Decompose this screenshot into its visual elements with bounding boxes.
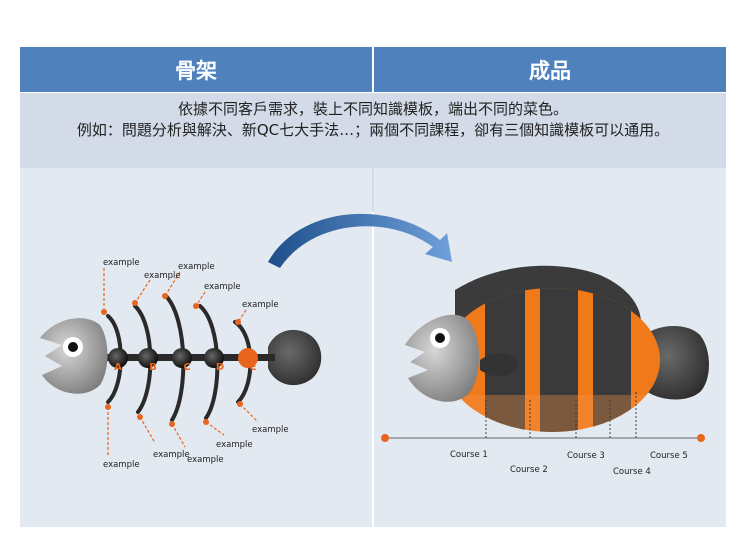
example-label: example — [103, 258, 140, 268]
description-line-2: 例如：問題分析與解決、新QC七大手法…；兩個不同課程，卻有三個知識模板可以通用。 — [76, 121, 670, 139]
course-label-2: Course 2 — [510, 465, 548, 475]
header-finished: 成品 — [374, 47, 726, 92]
node-d — [204, 348, 224, 368]
example-label: example — [242, 300, 279, 310]
node-label-d: D — [216, 362, 224, 373]
node-label-b: B — [149, 362, 157, 373]
example-label: example — [187, 455, 224, 465]
example-label: example — [103, 460, 140, 470]
finished-head — [405, 314, 479, 402]
baseline-end-dot — [697, 434, 705, 442]
example-label: example — [216, 440, 253, 450]
course-label-4: Course 4 — [613, 467, 651, 477]
node-b — [138, 348, 158, 368]
node-a — [108, 348, 128, 368]
example-label: example — [144, 271, 181, 281]
example-label: example — [153, 450, 190, 460]
curved-arrow — [268, 213, 452, 268]
example-label: example — [252, 425, 289, 435]
node-label-e: E — [250, 362, 257, 373]
leader-lines — [103, 268, 259, 455]
leader-dots — [101, 293, 243, 427]
node-c — [172, 348, 192, 368]
fish-body — [444, 288, 660, 432]
skeleton-nodes — [108, 348, 258, 368]
baseline-start-dot — [381, 434, 389, 442]
header-skeleton: 骨架 — [20, 47, 372, 92]
skeleton-tail — [268, 329, 322, 386]
finished-fish: Course 1 Course 2 Course 3 Course 4 Cour… — [381, 265, 709, 477]
course-label-1: Course 1 — [450, 450, 488, 460]
node-label-a: A — [114, 362, 122, 373]
pectoral-fin — [480, 353, 518, 377]
description-line-1: 依據不同客戶需求，裝上不同知識模板，端出不同的菜色。 — [177, 100, 568, 118]
course-label-3: Course 3 — [567, 451, 605, 461]
node-e — [238, 348, 258, 368]
example-label: example — [178, 262, 215, 272]
course-label-5: Course 5 — [650, 451, 688, 461]
example-label: example — [204, 282, 241, 292]
skeleton-fish: A B C D E exam — [40, 258, 322, 470]
node-label-c: C — [183, 362, 190, 373]
